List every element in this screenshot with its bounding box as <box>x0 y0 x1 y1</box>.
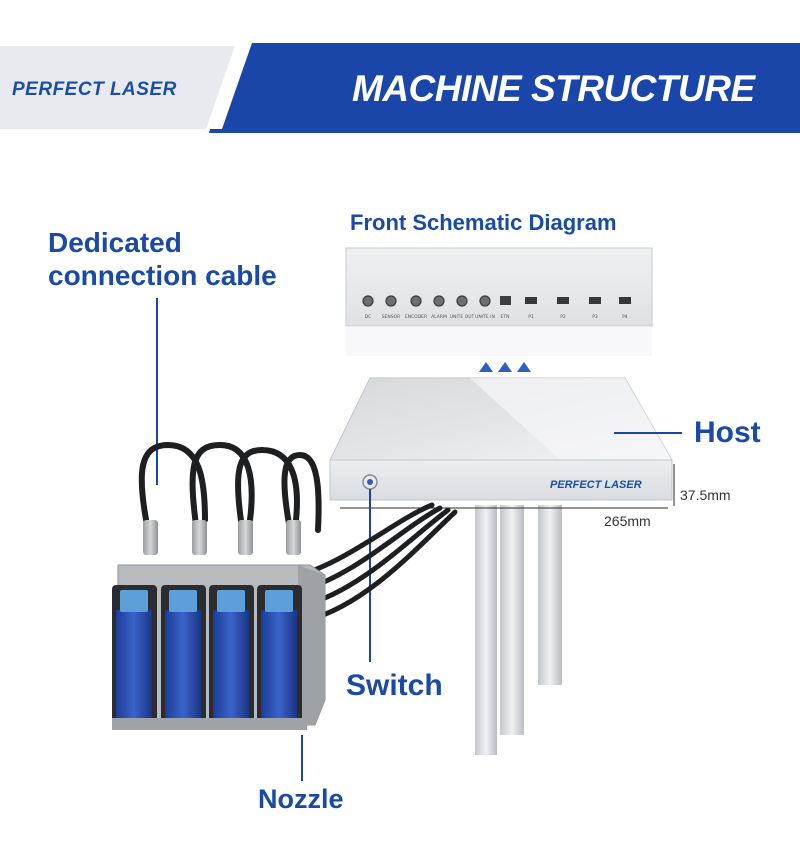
port-label: SENSOR <box>382 314 401 320</box>
port-label: P3 <box>592 314 598 320</box>
nozzle-assembly <box>112 564 326 730</box>
height-dimension: 37.5mm <box>680 487 731 503</box>
port-label: ALARM <box>431 314 447 320</box>
port-label: ENCODER <box>405 314 427 320</box>
cable-label: Dedicated connection cable <box>48 226 298 292</box>
panel-ports <box>362 295 631 307</box>
port-label: P4 <box>622 314 628 320</box>
switch-label: Switch <box>346 669 443 702</box>
nozzle-cartridges <box>112 585 302 725</box>
port-label: UNITE OUT <box>450 314 475 320</box>
pointer-lines <box>156 298 682 781</box>
cable-label-text: Dedicated connection cable <box>48 227 277 291</box>
port-label: UNITE IN <box>475 314 495 320</box>
front-schematic-title: Front Schematic Diagram <box>350 210 617 235</box>
header-blue-panel <box>210 43 800 129</box>
brand-logo: PERFECT LASER <box>12 79 177 100</box>
dimension-lines <box>340 464 675 509</box>
host-label: Host <box>694 416 761 449</box>
cable-connectors <box>143 520 301 555</box>
port-label: P2 <box>560 314 566 320</box>
port-label: ETN <box>501 314 510 320</box>
page-title: MACHINE STRUCTURE <box>352 68 755 109</box>
support-poles <box>475 505 562 755</box>
host-unit: PERFECT LASER <box>329 377 673 501</box>
width-dimension: 265mm <box>604 513 651 529</box>
host-brand-logo: PERFECT LASER <box>550 479 642 491</box>
header-banner <box>0 43 800 133</box>
port-label: P1 <box>528 314 534 320</box>
port-label: DC <box>365 314 372 320</box>
arrow-up-icon <box>479 362 531 372</box>
header-divider-stripe <box>206 43 252 129</box>
nozzle-label: Nozzle <box>258 784 344 814</box>
